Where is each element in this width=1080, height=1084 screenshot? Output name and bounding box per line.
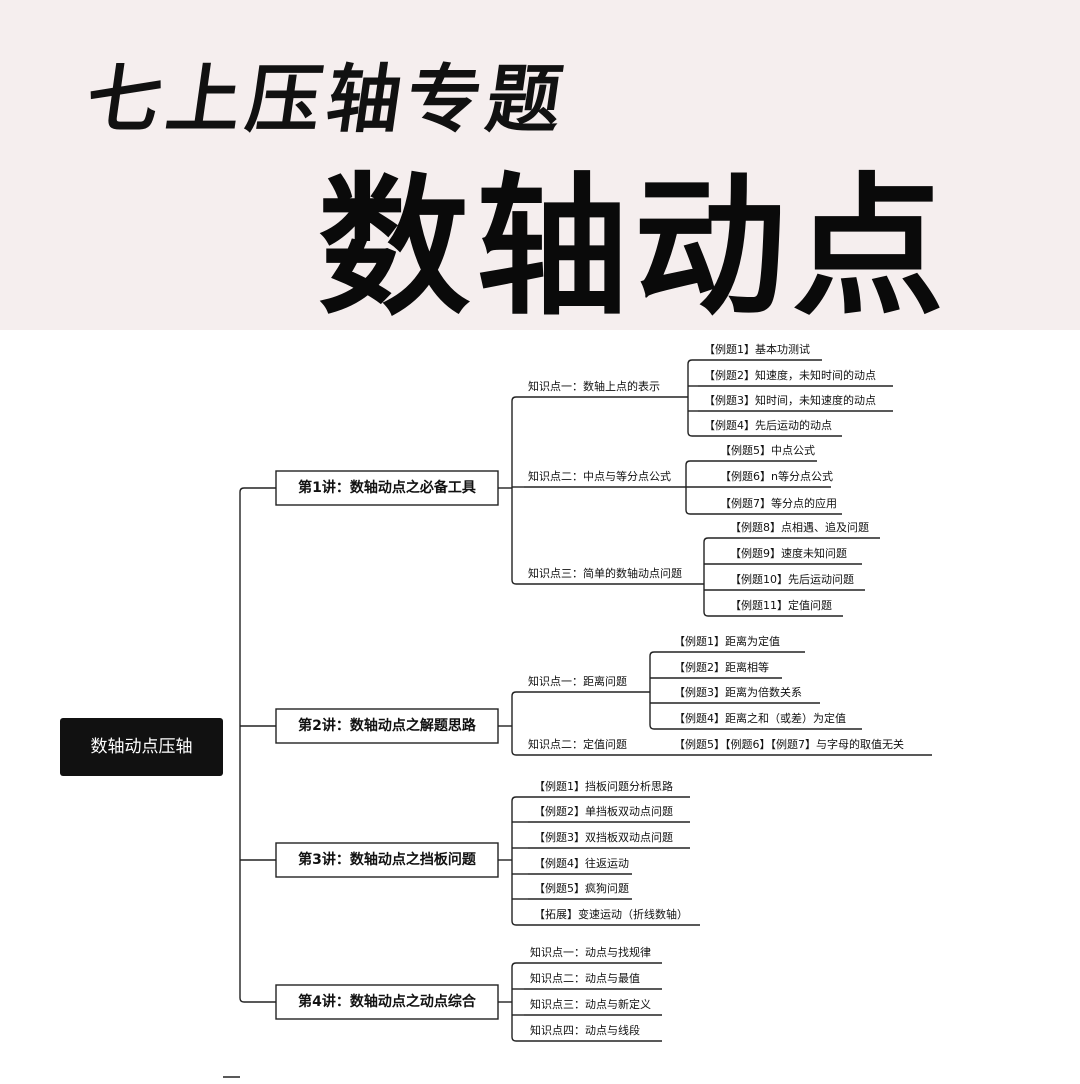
l4-bracket-branch (511, 1036, 524, 1042)
example-item: 【例题2】单挡板双动点问题 (534, 804, 673, 818)
example-item: 【例题2】知速度，未知时间的动点 (704, 368, 876, 382)
kp-bracket-branch (703, 611, 724, 617)
l2-bracket-branch (511, 750, 524, 756)
header-banner: 七上压轴专题 数轴动点 (0, 0, 1080, 330)
kp-bracket-branch (687, 431, 698, 437)
example-item: 【例题9】速度未知问题 (730, 546, 847, 560)
example-item: 知识点四：动点与线段 (530, 1023, 640, 1037)
example-item: 【例题1】挡板问题分析思路 (534, 779, 673, 793)
knowledge-point: 知识点三：简单的数轴动点问题 (528, 566, 682, 580)
example-item: 【例题10】先后运动问题 (730, 572, 854, 586)
l4-bracket-branch (511, 962, 524, 968)
l1-bracket-branch (511, 579, 524, 585)
knowledge-point: 知识点二：中点与等分点公式 (528, 469, 671, 483)
example-item: 【例题1】距离为定值 (674, 634, 780, 648)
example-item: 知识点三：动点与新定义 (530, 997, 651, 1011)
example-item: 知识点二：动点与最值 (530, 971, 640, 985)
kp-bracket-branch (703, 537, 724, 543)
example-item: 【例题4】先后运动的动点 (704, 418, 832, 432)
example-item: 【例题3】双挡板双动点问题 (534, 830, 673, 844)
lecture-node (275, 470, 499, 506)
l3-bracket-branch (511, 796, 528, 802)
example-item: 【例题3】知时间，未知速度的动点 (704, 393, 876, 407)
lecture-label: 第2讲：数轴动点之解题思路 (298, 717, 477, 734)
root-node-label: 数轴动点压轴 (91, 737, 193, 757)
root-bracket-branch (239, 997, 276, 1003)
lecture-node (275, 842, 499, 878)
l2-bracket-branch (511, 691, 524, 697)
example-item: 【例题5】【例题6】【例题7】与字母的取值无关 (674, 737, 904, 751)
example-item: 【例题4】往返运动 (534, 856, 629, 870)
knowledge-point: 知识点一：数轴上点的表示 (528, 379, 660, 393)
root-bracket-branch (239, 487, 276, 493)
example-item: 【例题11】定值问题 (730, 598, 832, 612)
lecture-label: 第4讲：数轴动点之动点综合 (298, 993, 477, 1010)
mind-map: 数轴动点压轴 第1讲：数轴动点之必备工具第2讲：数轴动点之解题思路第3讲：数轴动点… (0, 330, 1080, 1080)
page-subtitle: 数轴动点 (318, 159, 950, 336)
lecture-node (275, 984, 499, 1020)
root-node (60, 718, 223, 776)
kp-bracket-branch (649, 651, 668, 657)
l1-bracket-branch (511, 396, 524, 402)
kp-bracket-branch (649, 724, 668, 730)
l3-bracket-branch (511, 920, 528, 926)
lecture-label: 第3讲：数轴动点之挡板问题 (298, 851, 477, 868)
example-item: 【例题1】基本功测试 (704, 342, 810, 356)
kp-bracket-branch (685, 509, 714, 515)
page-title: 七上压轴专题 (81, 57, 574, 143)
example-item: 【例题3】距离为倍数关系 (674, 685, 802, 699)
kp-bracket-branch (687, 359, 698, 365)
example-item: 【例题5】中点公式 (720, 443, 815, 457)
example-item: 【例题6】n等分点公式 (720, 469, 833, 483)
example-item: 【例题7】等分点的应用 (720, 496, 837, 510)
example-item: 【例题2】距离相等 (674, 660, 769, 674)
example-item: 知识点一：动点与找规律 (530, 945, 651, 959)
knowledge-point: 知识点二：定值问题 (528, 737, 627, 751)
example-item: 【例题5】疯狗问题 (534, 881, 629, 895)
example-item: 【例题4】距离之和（或差）为定值 (674, 711, 846, 725)
example-item: 【拓展】变速运动（折线数轴） (534, 907, 688, 921)
example-item: 【例题8】点相遇、追及问题 (730, 520, 869, 534)
knowledge-point: 知识点一：距离问题 (528, 674, 627, 688)
kp-bracket-branch (685, 460, 714, 466)
lecture-label: 第1讲：数轴动点之必备工具 (298, 479, 476, 496)
